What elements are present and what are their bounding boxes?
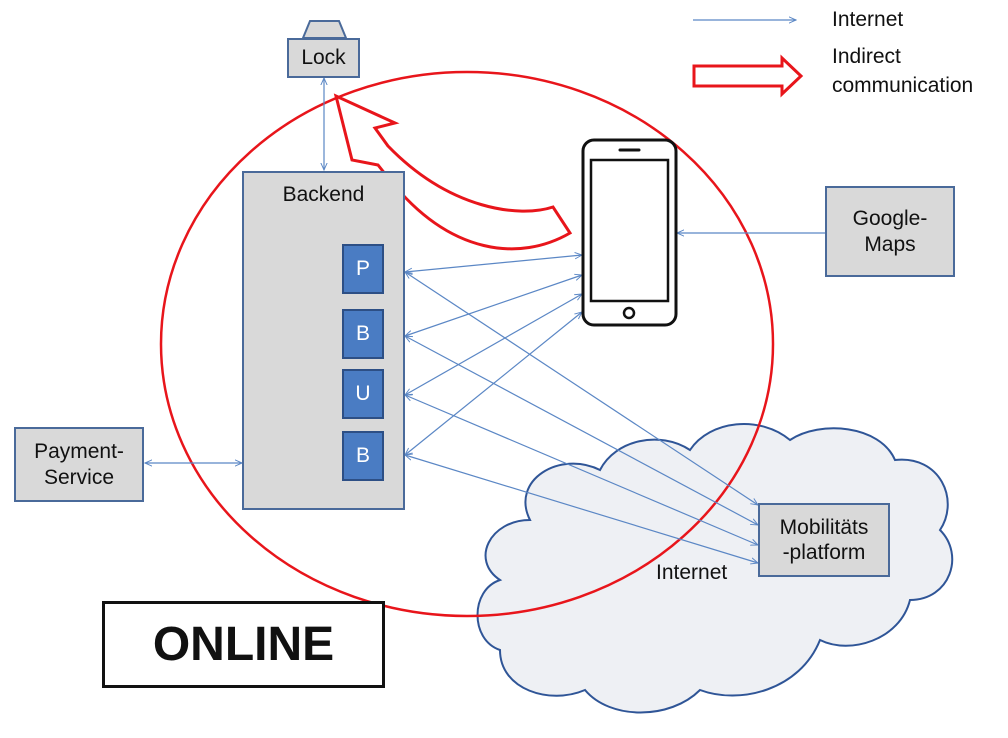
legend-internet-label: Internet bbox=[832, 8, 904, 31]
platform-component-b2-connector bbox=[405, 455, 758, 563]
component-label: U bbox=[355, 382, 371, 406]
online-status-box: ONLINE bbox=[102, 601, 385, 688]
mobility-label-line1: Mobilitäts bbox=[779, 515, 869, 539]
lock-shackle-icon bbox=[301, 20, 348, 39]
mobility-label-line2: -platform bbox=[782, 541, 866, 564]
component-label: P bbox=[355, 257, 370, 281]
indirect-communication-arrow bbox=[333, 93, 573, 251]
payment-service-node: Payment- Service bbox=[14, 427, 144, 502]
lock-label: Lock bbox=[301, 46, 346, 70]
lock-node: Lock bbox=[287, 38, 360, 78]
mobility-platform-node: Mobilitäts -platform bbox=[758, 503, 890, 577]
payment-label-line2: Service bbox=[43, 465, 115, 489]
backend-component-b1: B bbox=[342, 309, 384, 359]
backend-component-b2: B bbox=[342, 431, 384, 481]
google-maps-node: Google- Maps bbox=[825, 186, 955, 277]
component-label: B bbox=[355, 444, 370, 468]
phone-component-p-connector bbox=[405, 255, 582, 272]
google-maps-label-line2: Maps bbox=[864, 232, 916, 256]
online-status-label: ONLINE bbox=[152, 617, 335, 671]
google-maps-label-line1: Google- bbox=[852, 207, 928, 231]
legend-indirect-label-line1: Indirect bbox=[832, 45, 901, 68]
backend-component-p: P bbox=[342, 244, 384, 294]
payment-label-line1: Payment- bbox=[34, 440, 124, 464]
cloud-internet-label: Internet bbox=[656, 561, 728, 584]
smartphone-icon bbox=[581, 138, 678, 327]
component-label: B bbox=[355, 322, 370, 346]
backend-component-u: U bbox=[342, 369, 384, 419]
legend-indirect-label-line2: communication bbox=[832, 74, 974, 97]
phone-component-u-connector bbox=[405, 294, 582, 395]
legend-indirect-arrow bbox=[692, 54, 804, 98]
backend-label: Backend bbox=[282, 183, 365, 206]
phone-component-b1-connector bbox=[405, 275, 582, 336]
online-boundary-ellipse bbox=[159, 70, 775, 618]
